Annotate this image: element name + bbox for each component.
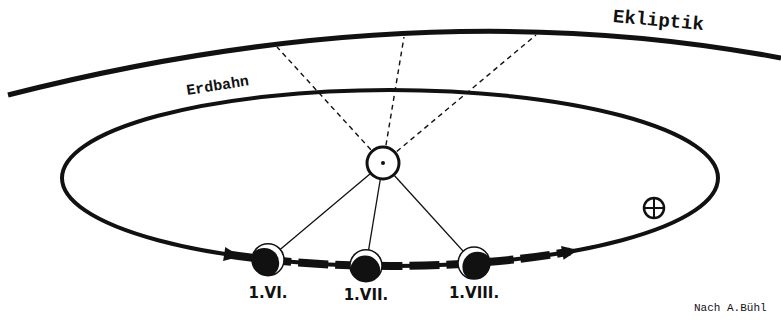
planet-outline [458, 247, 490, 279]
planet-outline [350, 250, 382, 282]
ecliptic-arc [8, 31, 781, 95]
ecliptic-label: Ekliptik [612, 6, 705, 36]
date-label: 1.VIII. [449, 284, 499, 302]
orbit-label: Erdbahn [185, 73, 250, 100]
earth-symbol-cross [653, 198, 655, 218]
planet-outline [252, 244, 284, 276]
sight-line [277, 47, 383, 163]
orbit-arrowhead [561, 246, 578, 260]
orbit-arrowhead [223, 247, 240, 261]
date-label: 1.VI. [248, 284, 287, 302]
sun-line [383, 163, 474, 263]
earth-symbol [644, 198, 664, 218]
sun-symbol [367, 147, 399, 179]
date-label: 1.VII. [344, 286, 389, 304]
sight-line [383, 35, 536, 163]
earth-orbit [62, 90, 718, 266]
sun-dot [381, 161, 385, 165]
sight-line [383, 37, 404, 163]
source-note: Nach A.Bühl [694, 302, 767, 314]
sun-line [268, 163, 383, 260]
